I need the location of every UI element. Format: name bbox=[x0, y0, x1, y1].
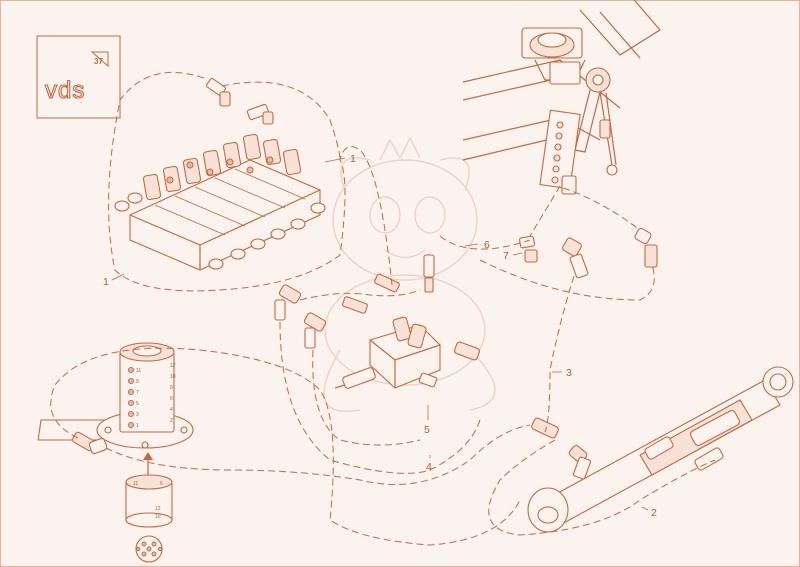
port-number-left-6: 1 bbox=[136, 423, 139, 429]
control-valve-bank bbox=[114, 133, 326, 271]
hose-rotary bbox=[50, 347, 521, 546]
hose-6c bbox=[479, 259, 655, 301]
port-number-right-4: 6 bbox=[170, 396, 173, 402]
callouts: 1 1 6 7 3 5 4 2 bbox=[103, 153, 657, 519]
port-number-right-5: 4 bbox=[170, 407, 173, 413]
insert-label-2: 6 bbox=[160, 481, 163, 487]
port-number-right-6: 2 bbox=[170, 418, 173, 424]
hydraulic-cylinder bbox=[527, 366, 794, 533]
callout-6: 6 bbox=[484, 239, 490, 251]
port-number-left-2: 9 bbox=[136, 379, 139, 385]
insert-arrow bbox=[143, 452, 153, 478]
port-number-left-3: 7 bbox=[136, 390, 139, 396]
callout-3: 3 bbox=[566, 367, 572, 379]
callout-1-top: 1 bbox=[350, 153, 356, 165]
hose-center bbox=[299, 289, 421, 301]
vds-logo: 37 vds bbox=[36, 35, 121, 119]
hose-6 bbox=[439, 185, 561, 250]
hose-5 bbox=[312, 349, 421, 446]
callout-5: 5 bbox=[424, 424, 430, 436]
insert-label-3: 12 bbox=[155, 506, 161, 512]
logo-badge: 37 bbox=[94, 57, 103, 66]
hose-4 bbox=[279, 321, 481, 474]
swivel-fitting-bottom-left bbox=[72, 431, 108, 455]
rotary-insert: 11 6 12 10 bbox=[125, 474, 173, 563]
port-number-right-2: 10 bbox=[170, 374, 176, 380]
insert-label-1: 11 bbox=[133, 481, 138, 487]
lift-frame bbox=[462, 0, 661, 195]
hose-2 bbox=[488, 439, 716, 536]
hose-1 bbox=[108, 71, 393, 292]
port-number-left-5: 3 bbox=[136, 412, 139, 418]
logo-text: vds bbox=[45, 77, 85, 104]
port-number-right-3: 8 bbox=[170, 385, 173, 391]
insert-label-4: 10 bbox=[155, 514, 161, 520]
spool-valve bbox=[334, 316, 441, 389]
hose-lines bbox=[50, 71, 716, 546]
callout-1-left: 1 bbox=[103, 276, 109, 288]
hose-6b bbox=[562, 187, 641, 231]
swivel-fittings-center bbox=[274, 227, 658, 361]
hose-3 bbox=[544, 275, 575, 433]
callout-2: 2 bbox=[651, 507, 657, 519]
port-number-left-1: 11 bbox=[136, 368, 141, 374]
rotary-joint: 12 10 8 6 4 2 11 9 7 5 3 1 bbox=[37, 342, 194, 449]
hose-1-upper bbox=[221, 81, 341, 161]
elbow-fittings-top bbox=[205, 77, 274, 125]
callout-4: 4 bbox=[426, 461, 432, 473]
callout-7: 7 bbox=[503, 250, 509, 262]
hose-rotary-b bbox=[105, 424, 531, 485]
port-number-right-1: 12 bbox=[170, 363, 176, 369]
watermark-mascot bbox=[323, 136, 496, 412]
port-number-left-4: 5 bbox=[136, 401, 139, 407]
